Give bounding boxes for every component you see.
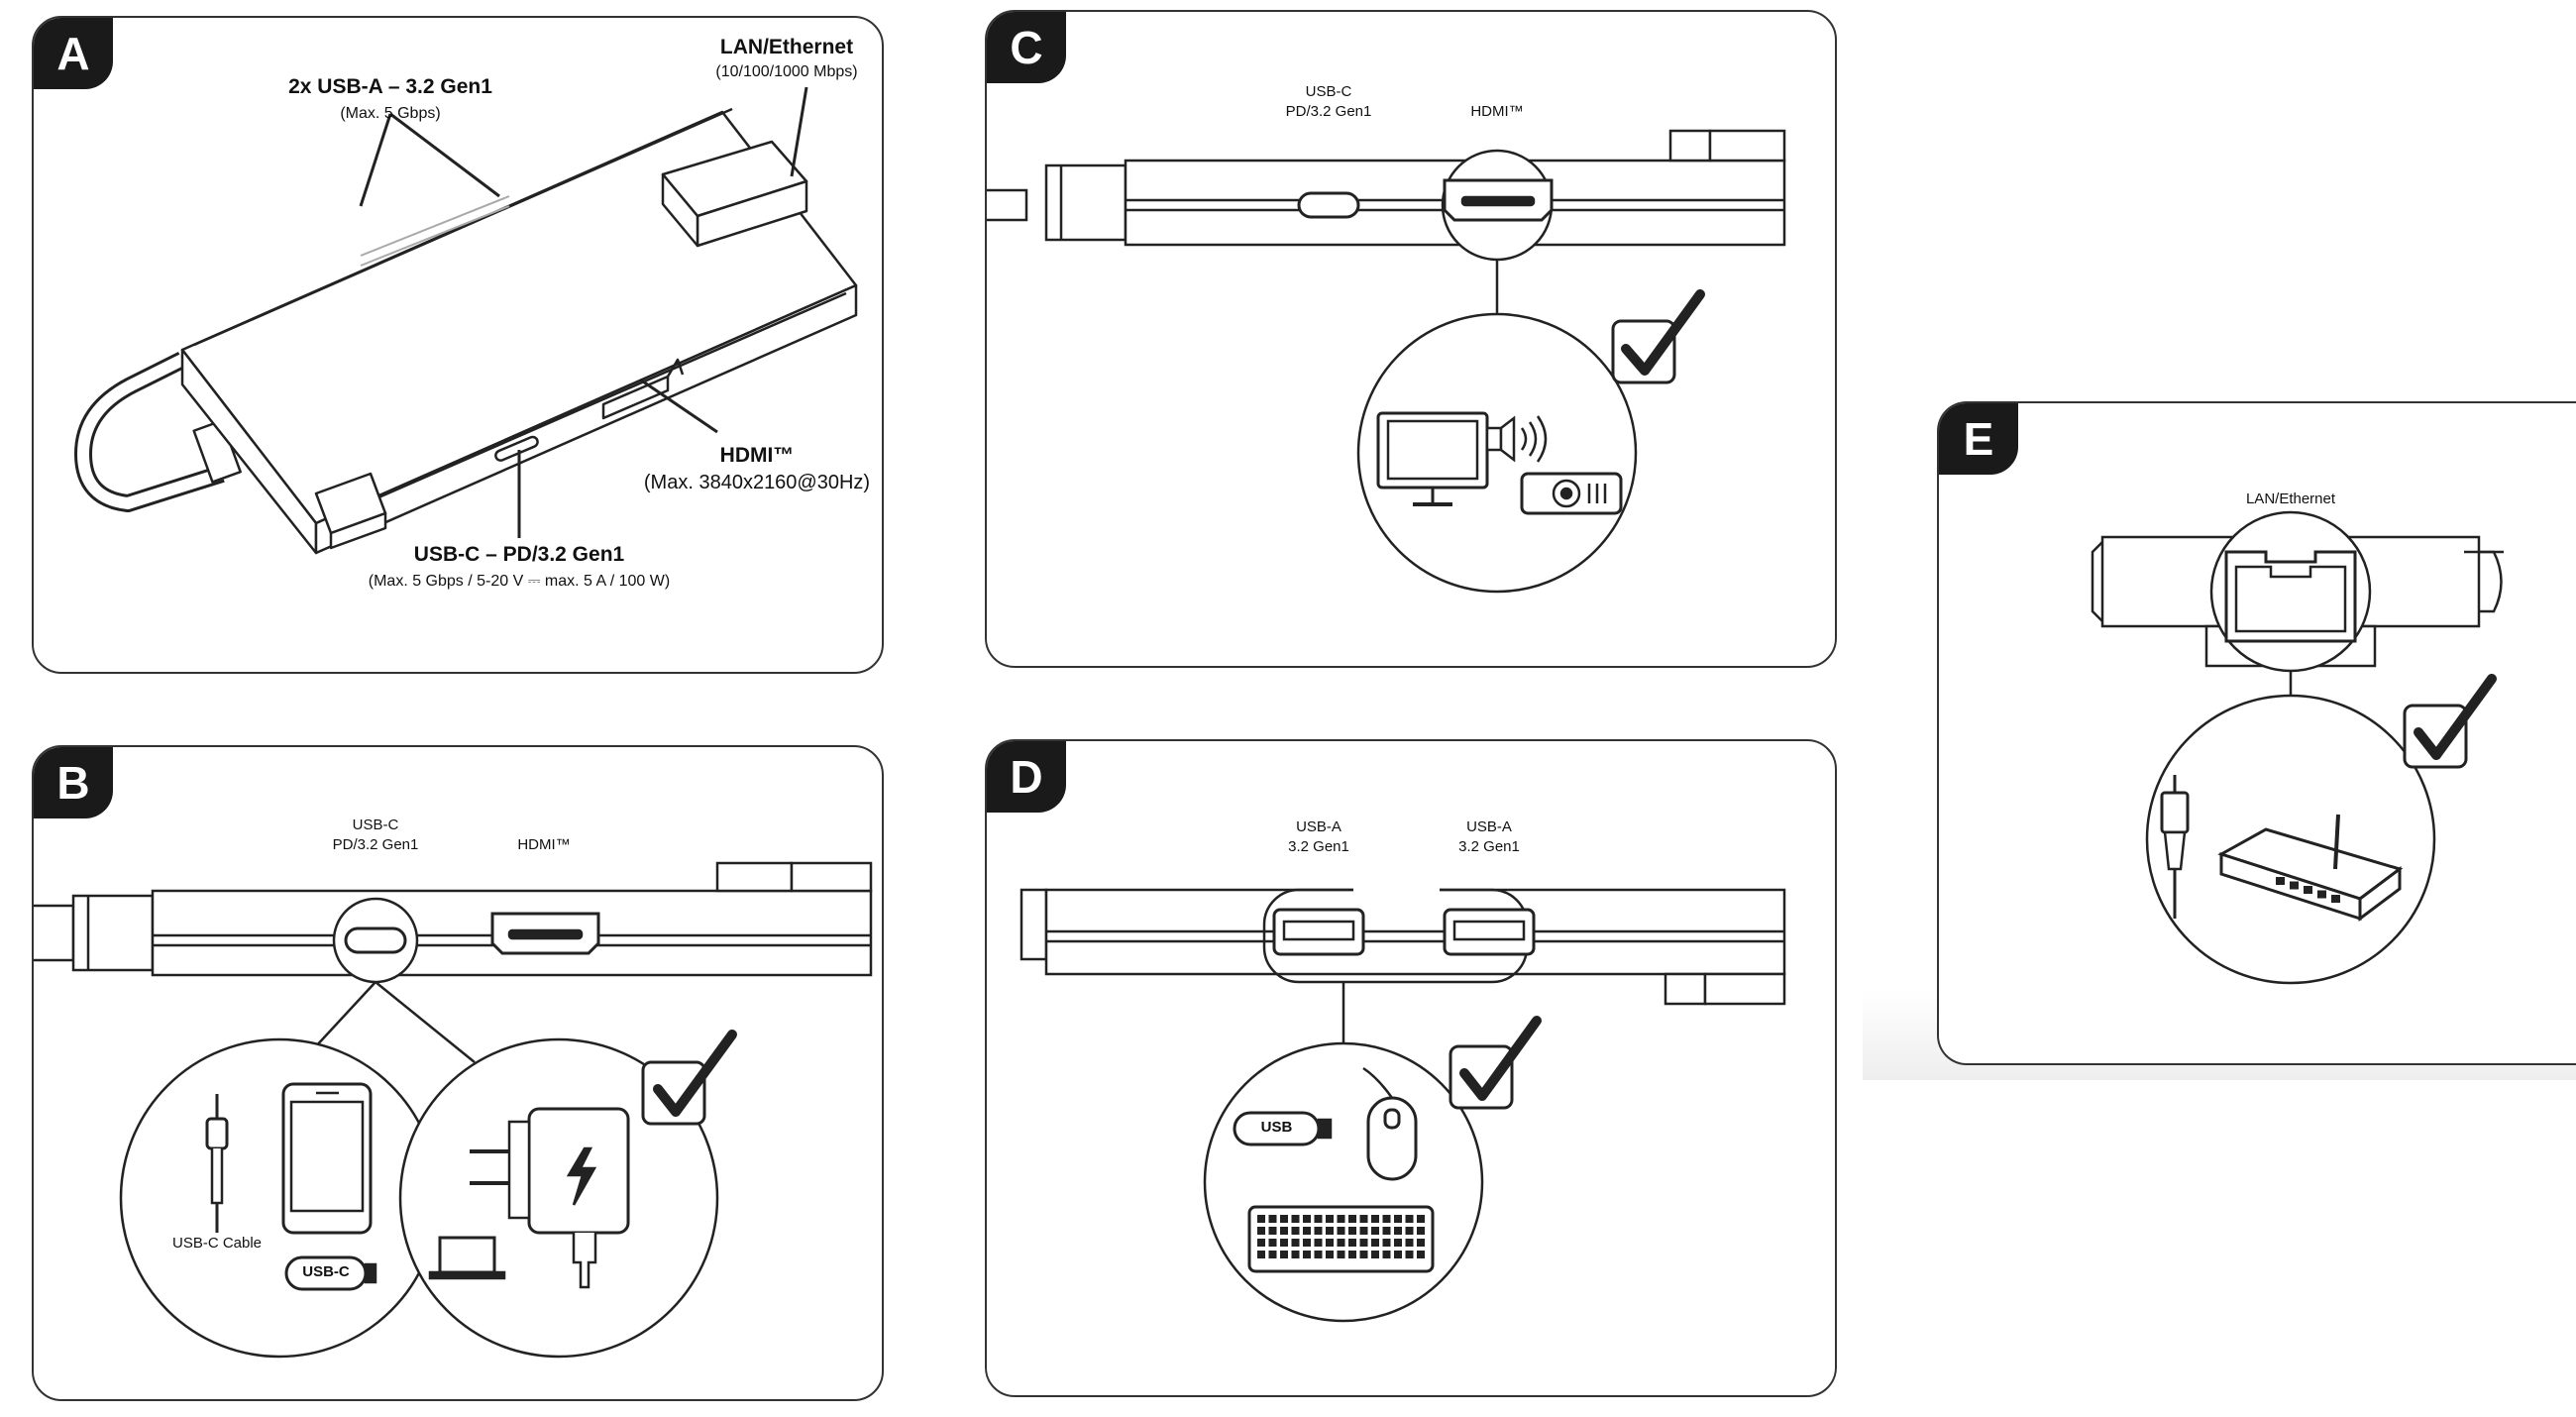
b-hdmi-label: HDMI™	[517, 836, 571, 853]
hdmi-title: HDMI™	[719, 444, 795, 467]
panel-e-tab: E	[1939, 403, 2018, 475]
usb-a-subtitle: (Max. 5 Gbps)	[340, 105, 441, 122]
d-usba2-label-line2: 3.2 Gen1	[1458, 838, 1520, 855]
usb-c-cable-label: USB-C Cable	[171, 1235, 263, 1252]
panel-b-tab: B	[34, 747, 113, 818]
panel-e: E LAN/Ethernet	[1937, 401, 2576, 1065]
panel-c: C	[985, 10, 1837, 668]
panel-d: D	[985, 739, 1837, 1397]
e-lan-label: LAN/Ethernet	[2245, 490, 2336, 507]
b-usbc-label-line2: PD/3.2 Gen1	[332, 836, 419, 853]
c-hdmi-label: HDMI™	[1470, 103, 1524, 120]
panel-a: A	[32, 16, 884, 674]
panel-b: B	[32, 745, 884, 1401]
usb-a-title: 2x USB-A – 3.2 Gen1	[288, 75, 492, 98]
d-usba1-label-line1: USB-A	[1296, 818, 1342, 835]
hub-end-view-e	[1939, 403, 2576, 1065]
panel-d-tab: D	[987, 741, 1066, 813]
lan-subtitle: (10/100/1000 Mbps)	[715, 63, 858, 80]
hdmi-subtitle: (Max. 3840x2160@30Hz)	[643, 472, 871, 493]
lan-title: LAN/Ethernet	[719, 36, 854, 58]
usb-c-subtitle: (Max. 5 Gbps / 5-20 V ⎓ max. 5 A / 100 W…	[368, 573, 671, 590]
hub-side-view-d	[987, 741, 1837, 1397]
panel-a-tab: A	[34, 18, 113, 89]
usb-stick-label: USB	[1260, 1119, 1293, 1136]
panel-c-tab: C	[987, 12, 1066, 83]
usb-c-stick-label: USB-C	[302, 1263, 350, 1280]
c-usbc-label-line1: USB-C	[1305, 83, 1352, 100]
d-usba1-label-line2: 3.2 Gen1	[1288, 838, 1349, 855]
c-usbc-label-line2: PD/3.2 Gen1	[1285, 103, 1372, 120]
hub-perspective-drawing	[34, 18, 884, 674]
b-usbc-label-line1: USB-C	[352, 817, 399, 833]
usb-c-title: USB-C – PD/3.2 Gen1	[413, 543, 625, 566]
hub-side-view-c	[987, 12, 1837, 668]
hub-side-view-b	[34, 747, 884, 1401]
d-usba2-label-line1: USB-A	[1466, 818, 1512, 835]
